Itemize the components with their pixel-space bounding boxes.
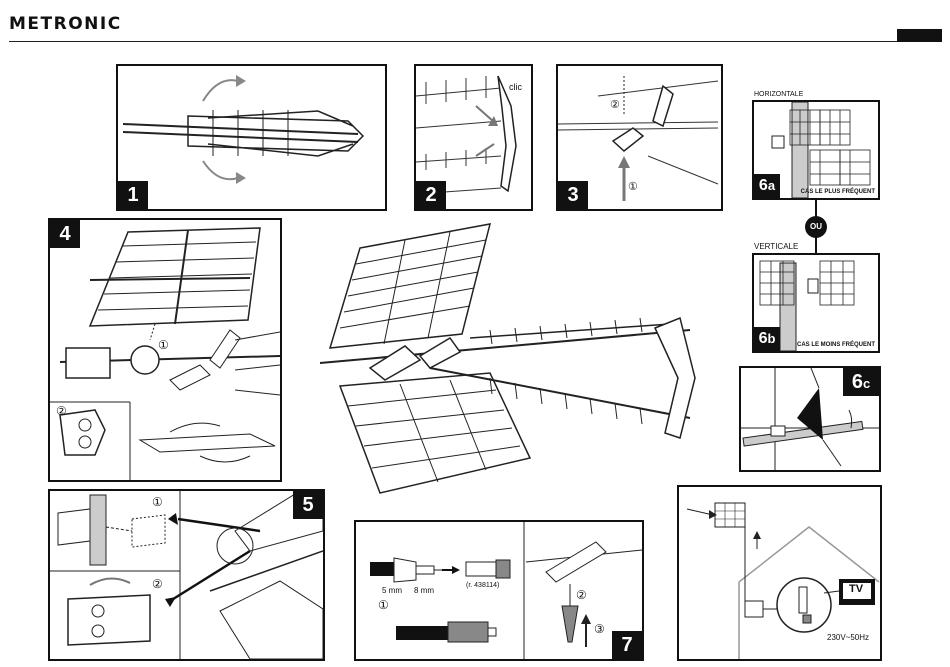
callout-2: ② xyxy=(576,588,587,602)
strip-length-b: 8 mm xyxy=(414,586,434,595)
step-5-panel: 5 ① ② xyxy=(48,489,325,661)
step-number: 6b xyxy=(754,327,780,351)
power-label: 230V~50Hz xyxy=(827,633,869,642)
callout-1: ① xyxy=(158,338,169,352)
step-6a-panel: 6a CAS LE PLUS FRÉQUENT xyxy=(752,100,880,200)
step-number: 2 xyxy=(416,181,446,209)
callout-1: ① xyxy=(378,598,389,612)
step-number: 6a xyxy=(754,174,780,198)
callout-2: ② xyxy=(610,98,620,111)
step-number: 6c xyxy=(843,368,879,396)
folded-antenna-drawing xyxy=(118,66,385,209)
tv-label: TV xyxy=(849,583,863,595)
step-number: 5 xyxy=(293,491,323,519)
callout-2: ② xyxy=(56,404,67,418)
brand-logo: METRONIC xyxy=(9,14,122,34)
mast-clamp-drawing xyxy=(50,491,323,659)
callout-1: ① xyxy=(628,180,638,193)
clic-label: clic xyxy=(509,82,522,92)
callout-3: ③ xyxy=(594,622,605,636)
installation-panel: TV 230V~50Hz xyxy=(677,485,882,661)
step-2-panel: clic 2 xyxy=(414,64,533,211)
step-number: 3 xyxy=(558,181,588,209)
callout-1: ① xyxy=(152,495,163,509)
step-number: 4 xyxy=(50,220,80,248)
vertical-note: CAS LE MOINS FRÉQUENT xyxy=(797,342,875,348)
connector-ref: (r. 438114) xyxy=(466,582,499,589)
header-rule xyxy=(9,41,941,42)
horizontal-note: CAS LE PLUS FRÉQUENT xyxy=(801,189,875,195)
step-4-panel: 4 ① ② xyxy=(48,218,282,482)
step-6c-panel: 6c xyxy=(739,366,881,472)
step-6b-panel: 6b CAS LE MOINS FRÉQUENT xyxy=(752,253,880,353)
step-number: 7 xyxy=(612,631,642,659)
strip-length-a: 5 mm xyxy=(382,586,402,595)
step-1-panel: 1 xyxy=(116,64,387,211)
assembled-antenna-drawing xyxy=(310,218,730,508)
step-3-panel: ② ① 3 xyxy=(556,64,723,211)
callout-2: ② xyxy=(152,577,163,591)
horizontal-title: HORIZONTALE xyxy=(754,91,803,98)
vertical-title: VERTICALE xyxy=(754,242,798,251)
or-badge: OU xyxy=(805,216,827,238)
step-7-panel: 5 mm 8 mm (r. 438114) ① ② ③ 7 xyxy=(354,520,644,661)
page-tab xyxy=(897,29,942,42)
step-number: 1 xyxy=(118,181,148,209)
